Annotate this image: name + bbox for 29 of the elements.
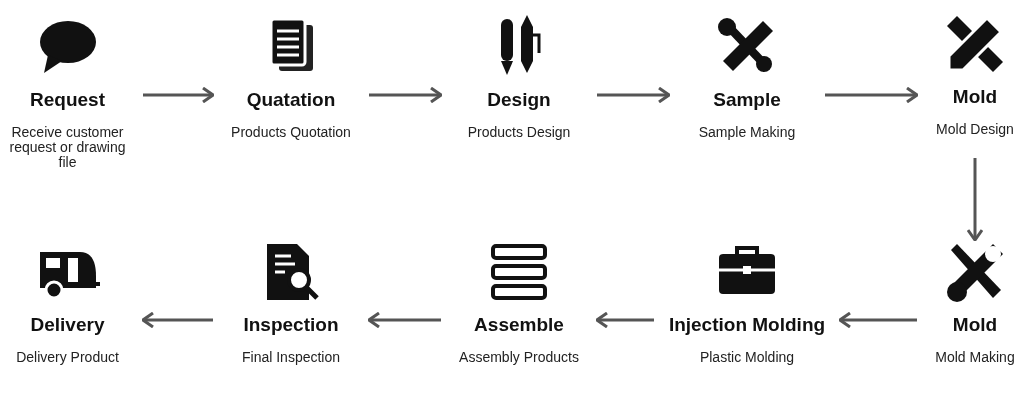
step-description: Sample Making	[698, 125, 796, 140]
step-description: Plastic Molding	[699, 350, 795, 365]
step-title: Mold	[952, 86, 998, 108]
arrow	[369, 86, 443, 104]
arrow	[143, 86, 215, 104]
step-description: Receive customer request or drawing file	[8, 125, 127, 170]
step-title: Assemble	[474, 314, 564, 336]
step-description: Mold Making	[935, 350, 1015, 365]
step-title: Injection Molding	[668, 314, 826, 336]
step-description: Products Design	[467, 125, 571, 140]
step-title: Inspection	[243, 314, 339, 336]
arrow	[367, 311, 441, 329]
step-title: Design	[487, 89, 551, 111]
arrow	[825, 86, 919, 104]
step-description: Assembly Products	[459, 350, 579, 365]
step-title: Sample	[713, 89, 781, 111]
step-description: Products Quotation	[231, 125, 351, 140]
step-title: Mold	[952, 314, 998, 336]
step-title: Delivery	[30, 314, 105, 336]
step-title: Request	[30, 89, 105, 111]
step-description: Mold Design	[936, 122, 1014, 137]
arrow	[966, 158, 984, 242]
arrow	[595, 311, 654, 329]
arrow	[141, 311, 213, 329]
step-description: Delivery Product	[16, 350, 119, 365]
arrow	[597, 86, 671, 104]
step-title: Quatation	[246, 89, 336, 111]
step-description: Final Inspection	[241, 350, 341, 365]
arrow	[838, 311, 917, 329]
